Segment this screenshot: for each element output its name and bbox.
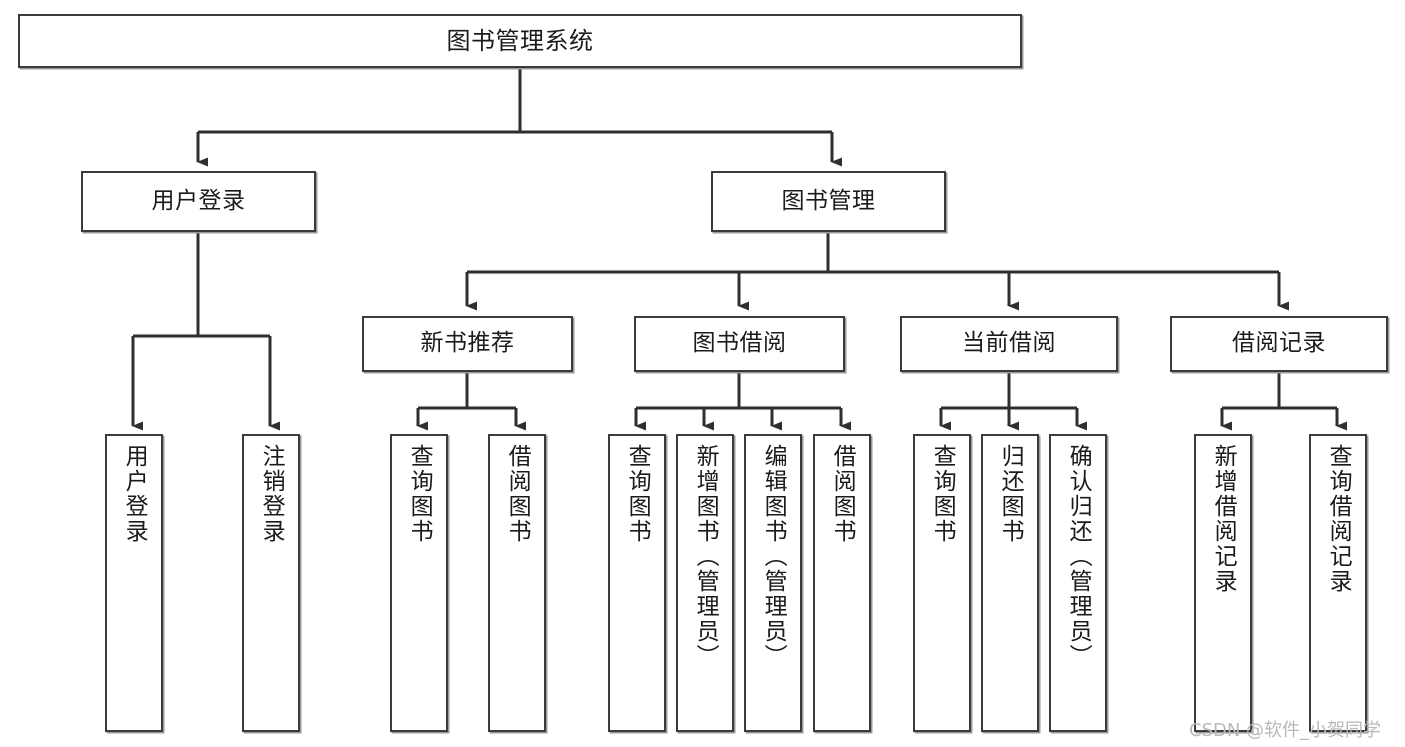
- node-leaf-book-borrow-query[interactable]: 查询图书: [608, 434, 666, 732]
- node-book-management[interactable]: 图书管理: [711, 171, 946, 232]
- node-leaf-current-borrow-confirm-return[interactable]: 确认归还（管理员）: [1049, 434, 1107, 732]
- node-leaf-borrow-record-add[interactable]: 新增借阅记录: [1194, 434, 1252, 732]
- node-label: 确认归还（管理员）: [1065, 444, 1092, 669]
- node-label: 新增借阅记录: [1210, 444, 1237, 594]
- node-book-borrow[interactable]: 图书借阅: [634, 316, 845, 372]
- node-user-login[interactable]: 用户登录: [81, 171, 316, 232]
- node-label: 图书管理: [781, 187, 876, 214]
- node-label: 归还图书: [997, 444, 1024, 544]
- node-leaf-current-borrow-query[interactable]: 查询图书: [913, 434, 971, 732]
- watermark-text: CSDN @软件_小贺同学: [1189, 720, 1382, 741]
- node-label: 查询图书: [406, 444, 433, 544]
- node-borrow-records[interactable]: 借阅记录: [1170, 316, 1388, 372]
- node-label: 用户登录: [151, 187, 246, 214]
- node-leaf-book-borrow-borrow[interactable]: 借阅图书: [813, 434, 871, 732]
- node-new-book-recommend[interactable]: 新书推荐: [362, 316, 573, 372]
- node-leaf-borrow-record-query[interactable]: 查询借阅记录: [1309, 434, 1367, 732]
- node-leaf-book-borrow-edit[interactable]: 编辑图书（管理员）: [744, 434, 802, 732]
- node-leaf-current-borrow-return[interactable]: 归还图书: [981, 434, 1039, 732]
- node-leaf-user-login-signin[interactable]: 用户登录: [105, 434, 163, 732]
- node-leaf-user-login-signout[interactable]: 注销登录: [242, 434, 300, 732]
- node-label: 图书借阅: [692, 330, 787, 357]
- node-label: 注销登录: [258, 444, 285, 544]
- node-label: 借阅图书: [504, 444, 531, 544]
- node-label: 查询图书: [929, 444, 956, 544]
- node-label: 编辑图书（管理员）: [760, 444, 787, 669]
- node-leaf-new-book-borrow[interactable]: 借阅图书: [488, 434, 546, 732]
- node-root-book-management-system[interactable]: 图书管理系统: [18, 14, 1022, 68]
- node-leaf-book-borrow-add[interactable]: 新增图书（管理员）: [676, 434, 734, 732]
- node-label: 借阅图书: [829, 444, 856, 544]
- node-label: 查询借阅记录: [1325, 444, 1352, 594]
- node-label: 当前借阅: [962, 330, 1056, 357]
- node-label: 新书推荐: [420, 330, 515, 357]
- node-label: 图书管理系统: [446, 26, 594, 55]
- node-current-borrow[interactable]: 当前借阅: [900, 316, 1118, 372]
- node-label: 新增图书（管理员）: [692, 444, 719, 669]
- node-label: 查询图书: [624, 444, 651, 544]
- node-label: 用户登录: [121, 444, 148, 544]
- node-label: 借阅记录: [1232, 330, 1326, 357]
- node-leaf-new-book-query[interactable]: 查询图书: [390, 434, 448, 732]
